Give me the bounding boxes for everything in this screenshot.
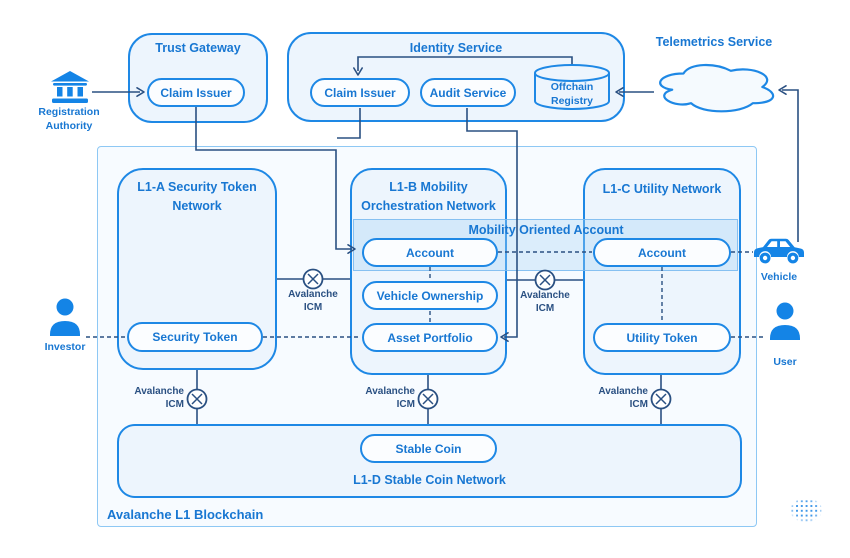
icm-word-avalanche: Avalanche	[598, 386, 648, 397]
vehicle-icon	[754, 238, 804, 264]
l1d-title: L1-D Stable Coin Network	[353, 473, 506, 487]
icm-word-icm: ICM	[396, 398, 415, 410]
l1c-account-pill: Account	[593, 238, 731, 267]
icm-word-icm: ICM	[535, 302, 555, 314]
icm-word-icm: ICM	[629, 398, 648, 410]
security-token-pill: Security Token	[127, 322, 263, 352]
icm-word-avalanche: Avalanche	[134, 386, 184, 397]
icm-word-avalanche: Avalanche	[288, 289, 338, 300]
l1c-title: L1-C Utility Network	[602, 182, 722, 196]
trust-gateway-title: Trust Gateway	[155, 41, 241, 55]
registration-authority-label: Registration Authority	[38, 106, 100, 132]
l1b-title: L1-B Mobility Orchestration Network	[361, 180, 496, 214]
icm-word-icm: ICM	[303, 301, 323, 313]
identity-claim-issuer-pill: Claim Issuer	[310, 78, 410, 107]
identity-service-title: Identity Service	[409, 41, 503, 55]
mobility-oriented-account-label: Mobility Oriented Account	[468, 223, 624, 237]
icm-label-l1b-l1c: Avalanche ICM	[505, 290, 585, 315]
trust-gateway-claim-issuer-pill: Claim Issuer	[147, 78, 245, 107]
icm-label-l1b-l1d: Avalanche ICM	[341, 386, 415, 411]
avalanche-l1-blockchain-label: Avalanche L1 Blockchain	[107, 507, 264, 522]
stable-coin-pill: Stable Coin	[360, 434, 497, 463]
user-icon	[770, 302, 800, 340]
icm-word-avalanche: Avalanche	[365, 386, 415, 397]
halftone-logo	[785, 494, 827, 526]
vehicle-ownership-pill: Vehicle Ownership	[362, 281, 498, 310]
investor-label: Investor	[44, 341, 86, 353]
offchain-registry-label: Offchain Registry	[550, 81, 594, 107]
cloud-icon	[659, 63, 774, 113]
telemetrics-service-title: Telemetrics Service	[655, 35, 773, 49]
vehicle-label: Vehicle	[760, 271, 798, 283]
icm-label-l1c-l1d: Avalanche ICM	[574, 386, 648, 411]
bank-icon	[51, 71, 89, 103]
l1b-account-pill: Account	[362, 238, 498, 267]
icm-word-icm: ICM	[165, 398, 184, 410]
icm-label-l1a-l1d: Avalanche ICM	[110, 386, 184, 411]
l1a-title: L1-A Security Token Network	[137, 180, 257, 214]
audit-service-pill: Audit Service	[420, 78, 516, 107]
asset-portfolio-pill: Asset Portfolio	[362, 323, 498, 352]
investor-icon	[50, 298, 80, 336]
icm-word-avalanche: Avalanche	[520, 290, 570, 301]
utility-token-pill: Utility Token	[593, 323, 731, 352]
user-label: User	[773, 356, 797, 368]
icm-label-l1a-l1b: Avalanche ICM	[273, 289, 353, 314]
